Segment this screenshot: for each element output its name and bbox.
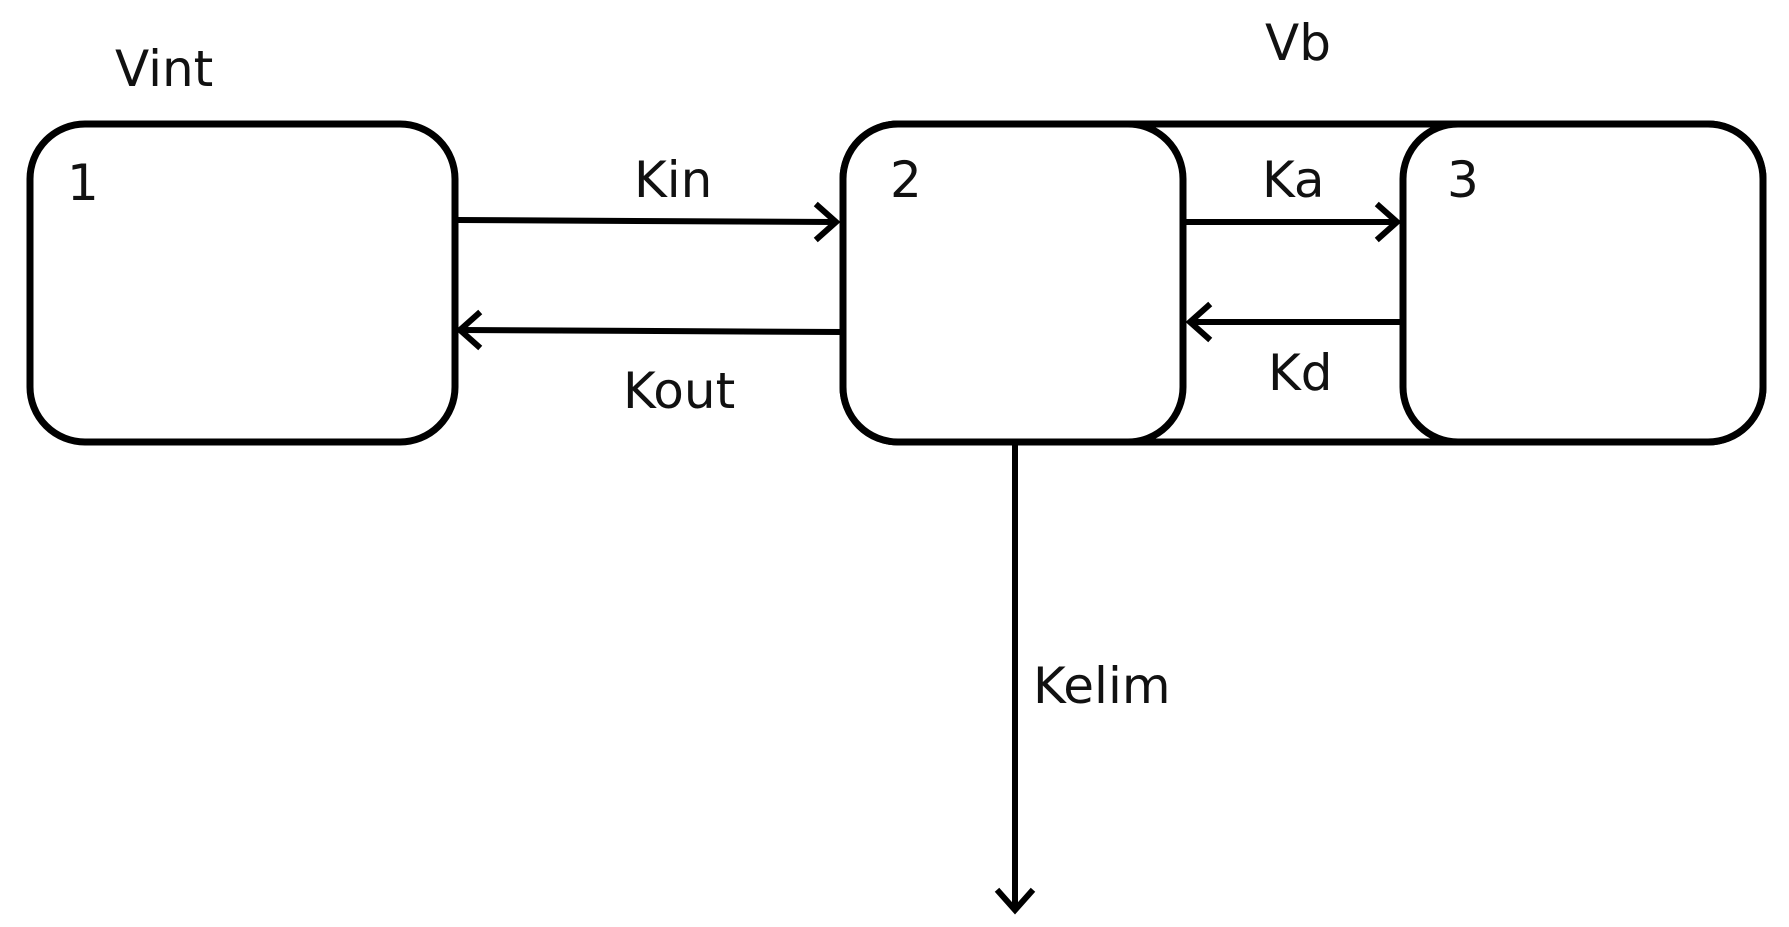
kd-label: Kd (1268, 344, 1333, 402)
compartment-1-box (26, 120, 459, 446)
ka-label: Ka (1262, 151, 1325, 209)
ka-arrow (1186, 201, 1402, 243)
kd-arrow (1185, 301, 1403, 343)
compartment-3-box (1399, 120, 1767, 446)
compartment-1-number: 1 (67, 154, 99, 212)
kin-label: Kin (634, 151, 712, 209)
vint-label: Vint (115, 40, 213, 98)
kelim-arrow (994, 442, 1036, 915)
compartment-2-number: 2 (890, 151, 922, 209)
kelim-label: Kelim (1033, 657, 1171, 715)
compartment-3-number: 3 (1447, 151, 1479, 209)
kout-label: Kout (623, 362, 735, 420)
kin-arrow (457, 201, 841, 243)
vb-label: Vb (1265, 14, 1331, 72)
kout-arrow (455, 309, 844, 351)
